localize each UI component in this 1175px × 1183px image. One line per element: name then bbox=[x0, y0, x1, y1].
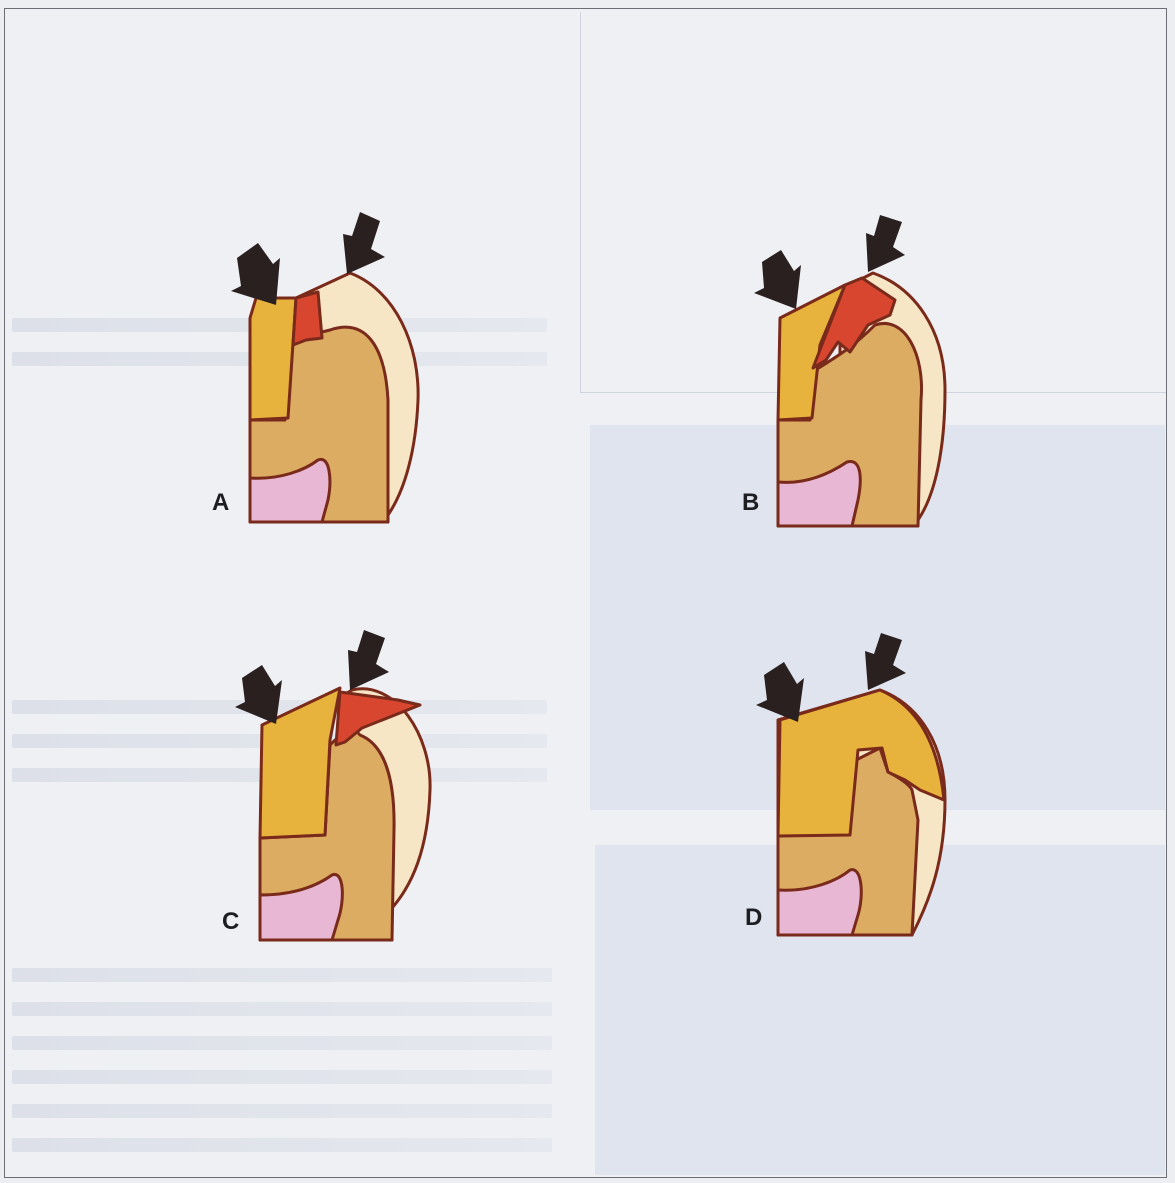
panel-label-d: D bbox=[745, 904, 762, 932]
arrow-icon bbox=[756, 662, 804, 722]
arrow-icon bbox=[865, 633, 906, 690]
